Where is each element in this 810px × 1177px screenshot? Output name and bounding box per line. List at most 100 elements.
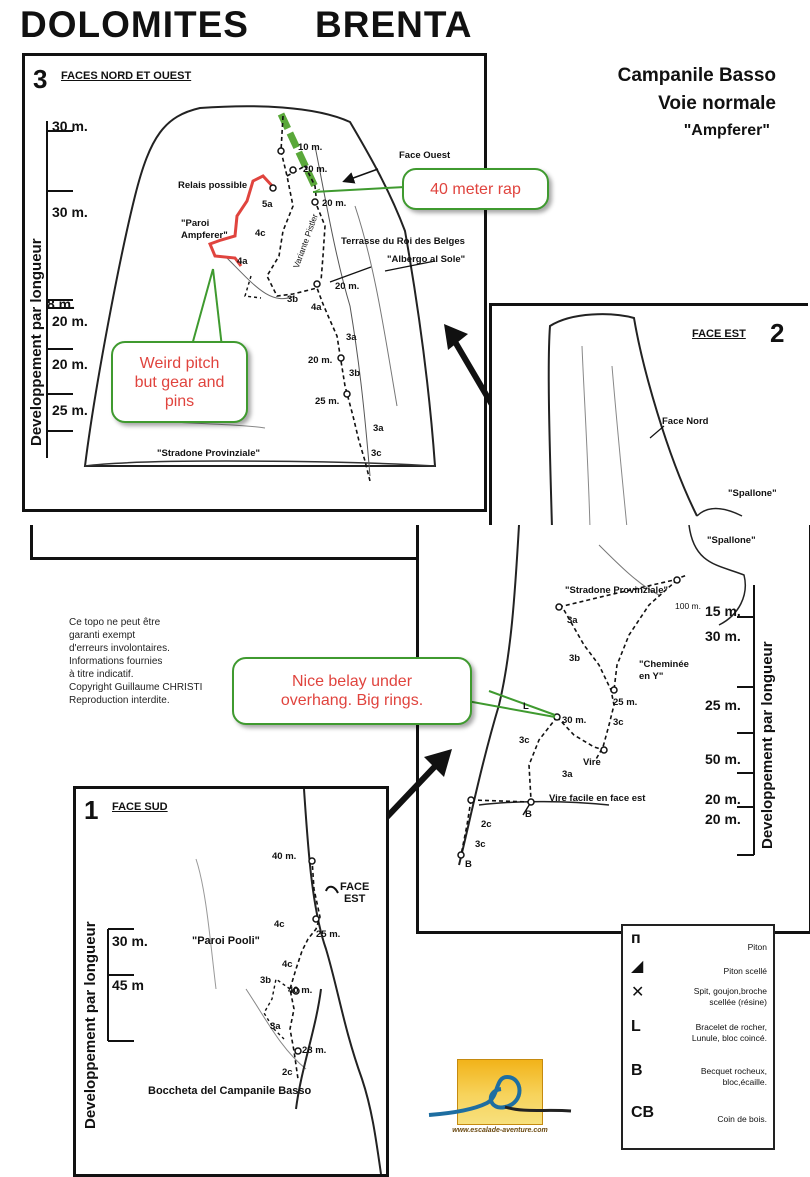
disclaimer: Ce topo ne peut être garanti exempt d'er… xyxy=(69,616,239,707)
panel-2-drawing xyxy=(457,525,755,866)
callout-nice-belay: Nice belay under overhang. Big rings. xyxy=(232,657,472,725)
label-length: 25 m. xyxy=(316,929,341,940)
panel-label: FACES NORD ET OUEST xyxy=(61,70,192,82)
label-grade: 3c xyxy=(613,717,624,728)
spit-icon: ✕ xyxy=(631,984,645,1001)
tick-label: 20 m. xyxy=(52,313,88,329)
tick-label: 30 m. xyxy=(112,933,148,949)
tick-label: 20 m. xyxy=(52,356,88,372)
label-length: 28 m. xyxy=(302,1045,327,1056)
label-vire-facile: Vire facile en face est xyxy=(549,793,646,804)
label-grade: 3a xyxy=(562,769,573,780)
tick-label: 50 m. xyxy=(705,751,741,767)
route-type: Voie normale xyxy=(658,93,776,114)
panel-number: 2 xyxy=(770,318,785,348)
callout-weird-pitch: Weird pitch but gear and pins xyxy=(111,341,248,423)
logo-sun-badge xyxy=(457,1059,543,1125)
becquet-icon: B xyxy=(631,1062,643,1079)
label-grade: 3b xyxy=(260,975,272,986)
panel-south: 1 FACE SUD Developpement par longueur 30… xyxy=(73,786,389,1177)
label-grade: 2c xyxy=(282,1067,293,1078)
legend-row: L Bracelet de rocher, Lunule, bloc coinc… xyxy=(623,1018,769,1048)
piton-icon: ᴨ xyxy=(631,930,641,947)
legend-row: ◢ Piton scellé xyxy=(623,956,769,986)
label-relais: Relais possible xyxy=(178,180,248,191)
tick-label: 8 m. xyxy=(47,296,76,312)
logo-url: www.escalade-aventure.com xyxy=(452,1127,548,1134)
panel-north-west-strip xyxy=(30,525,476,560)
disclaimer-line: Copyright Guillaume CHRISTI xyxy=(69,682,203,693)
label-vire: Vire xyxy=(583,757,601,768)
label-length: 20 m. xyxy=(303,164,328,175)
tick-label: 30 m. xyxy=(52,118,88,134)
panel-north-west: 3 FACES NORD ET OUEST Developpement par … xyxy=(22,53,487,512)
logo: www.escalade-aventure.com xyxy=(425,1055,575,1145)
axis-label: Developpement par longueur xyxy=(759,641,776,849)
panel-1-drawing xyxy=(107,789,382,1174)
legend-row: ᴨ Piton xyxy=(623,930,769,960)
label-grade: 3c xyxy=(475,839,486,850)
label-length: 20 m. xyxy=(322,198,347,209)
label-grade: 4a xyxy=(237,256,248,267)
title-massif: BRENTA xyxy=(315,4,473,45)
tick-label: 15 m. xyxy=(705,603,741,619)
label-grade: 3a xyxy=(373,423,384,434)
tick-label: 45 m xyxy=(112,977,144,993)
label-terrasse: Terrasse du Roi des Belges xyxy=(341,236,465,247)
route-alias: "Ampferer" xyxy=(683,122,770,139)
panel-east-top: FACE EST 2 Face Nord "Spallone" xyxy=(489,303,808,528)
label-face-ouest: Face Ouest xyxy=(399,150,451,161)
panel-number: 3 xyxy=(33,64,48,94)
disclaimer-line: Ce topo ne peut être xyxy=(69,617,161,628)
route-title: Campanile Basso Voie normale "Ampferer" xyxy=(540,62,776,144)
label-length: 100 m. xyxy=(675,601,701,611)
disclaimer-line: Reproduction interdite. xyxy=(69,695,170,706)
label-grade: 3c xyxy=(371,448,382,459)
title-region: DOLOMITES xyxy=(20,4,249,45)
label-stradone: "Stradone Provinziale" xyxy=(157,448,260,459)
label-grade: 3a xyxy=(567,615,578,626)
label-paroi-pooli: "Paroi Pooli" xyxy=(192,935,260,947)
label-face-nord: Face Nord xyxy=(662,416,709,427)
label-grade: 4c xyxy=(282,959,293,970)
tick-label: 20 m. xyxy=(705,791,741,807)
panel-east: Developpement par longueur 15 m. 30 m. 2… xyxy=(416,525,810,934)
label-grade: 3b xyxy=(287,294,299,305)
tick-label: 25 m. xyxy=(52,402,88,418)
disclaimer-line: garanti exempt xyxy=(69,630,136,641)
label-grade: 5a xyxy=(262,199,273,210)
label-paroi-ampferer: "Paroi Ampferer" xyxy=(181,218,228,241)
label-length: 25 m. xyxy=(315,396,340,407)
route-name: Campanile Basso xyxy=(617,65,776,86)
legend-text: Piton xyxy=(747,942,767,952)
label-boccheta: Boccheta del Campanile Basso xyxy=(148,1085,312,1097)
label-stradone: "Stradone Provinziale" xyxy=(565,585,668,596)
label-spallone: "Spallone" xyxy=(728,488,777,499)
label-belay-type: L xyxy=(523,701,529,712)
disclaimer-line: d'erreurs involontaires. xyxy=(69,643,170,654)
legend-text: Piton scellé xyxy=(723,966,767,976)
panel-2-top-drawing xyxy=(547,313,743,528)
label-belay-type: B xyxy=(465,859,472,870)
label-cheminee: "Cheminée en Y" xyxy=(639,659,689,682)
rope-logo-icon xyxy=(428,1074,572,1117)
callout-rap: 40 meter rap xyxy=(402,168,549,210)
label-length: 20 m. xyxy=(335,281,360,292)
label-length: 40 m. xyxy=(288,985,313,996)
legend-text: Spit, goujon,broche scellée (résine) xyxy=(693,986,767,1007)
label-grade: 4c xyxy=(255,228,266,239)
disclaimer-line: Informations fournies xyxy=(69,656,163,667)
label-face-est: FACE EST xyxy=(340,881,370,905)
tick-label: 30 m. xyxy=(52,204,88,220)
tick-label: 20 m. xyxy=(705,811,741,827)
legend-text: Bracelet de rocher, Lunule, bloc coincé. xyxy=(691,1022,767,1043)
label-length: 40 m. xyxy=(272,851,297,862)
label-spallone: "Spallone" xyxy=(707,535,756,546)
label-length: 30 m. xyxy=(562,715,587,726)
label-grade: 2c xyxy=(481,819,492,830)
label-grade: 3c xyxy=(519,735,530,746)
tick-label: 30 m. xyxy=(705,628,741,644)
label-grade: 3a xyxy=(270,1021,281,1032)
panel-label: FACE SUD xyxy=(112,801,168,813)
label-grade: 4a xyxy=(311,302,322,313)
